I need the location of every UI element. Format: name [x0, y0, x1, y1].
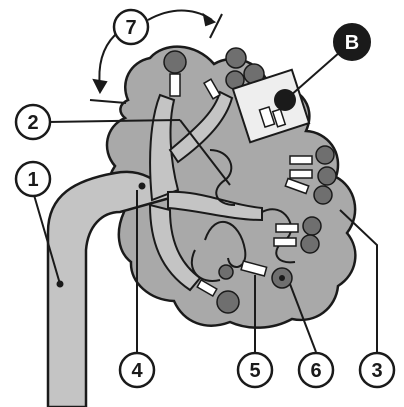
cell-cluster — [290, 156, 312, 164]
label-7: 7 — [114, 10, 148, 44]
arrow-7-right-head — [204, 15, 214, 25]
acinus — [301, 235, 319, 253]
label-5-text: 5 — [249, 360, 260, 382]
leader-4-dot — [140, 184, 145, 189]
label-4-text: 4 — [131, 360, 143, 382]
label-4: 4 — [120, 353, 154, 387]
cell-cluster — [276, 224, 298, 232]
label-1: 1 — [16, 162, 50, 196]
tick-7-right — [210, 14, 222, 38]
arrow-7-left — [99, 35, 115, 88]
tick-7-left — [90, 100, 126, 103]
label-b-text: B — [345, 32, 359, 54]
label-3-text: 3 — [371, 360, 382, 382]
label-6-text: 6 — [310, 360, 321, 382]
cell-cluster — [274, 238, 296, 246]
label-6: 6 — [299, 353, 333, 387]
label-1-text: 1 — [27, 169, 38, 191]
acinus — [316, 146, 334, 164]
leader-1-dot — [58, 282, 63, 287]
label-7-text: 7 — [125, 17, 136, 39]
arrow-7-right — [148, 11, 212, 20]
acinus — [217, 291, 239, 313]
structure-6-core — [279, 275, 285, 281]
label-3: 3 — [360, 353, 394, 387]
acinus — [303, 217, 321, 235]
arrow-7-left-head — [94, 80, 106, 92]
acinus — [219, 265, 233, 279]
label-2-text: 2 — [27, 112, 38, 134]
label-5: 5 — [238, 353, 272, 387]
acinus — [314, 186, 332, 204]
cell-cluster — [170, 74, 180, 96]
acinus — [226, 48, 246, 68]
label-2: 2 — [16, 105, 50, 139]
acinus — [318, 167, 336, 185]
label-b: B — [334, 24, 370, 60]
leader-b — [290, 52, 340, 96]
cell-cluster — [290, 170, 312, 178]
acinus — [164, 51, 186, 73]
